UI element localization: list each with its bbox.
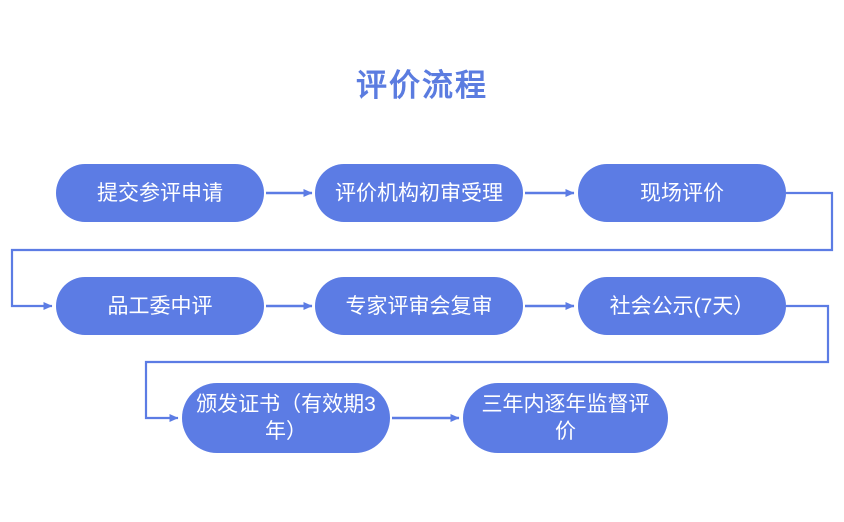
node-label: 评价机构初审受理 bbox=[335, 181, 503, 205]
node-label: 三年内逐年监督评价 bbox=[481, 393, 650, 443]
node-expert-panel-review[interactable]: 专家评审会复审 bbox=[315, 277, 523, 335]
node-label: 品工委中评 bbox=[107, 294, 213, 318]
node-label: 颁发证书（有效期3年） bbox=[196, 393, 376, 443]
node-public-notice[interactable]: 社会公示(7天） bbox=[578, 277, 786, 335]
node-submit-application[interactable]: 提交参评申请 bbox=[56, 164, 264, 222]
node-issue-certificate[interactable]: 颁发证书（有效期3年） bbox=[182, 383, 390, 453]
page-title: 评价流程 bbox=[356, 68, 488, 103]
node-onsite-evaluation[interactable]: 现场评价 bbox=[578, 164, 786, 222]
node-label: 提交参评申请 bbox=[97, 181, 223, 205]
node-label: 专家评审会复审 bbox=[345, 294, 493, 318]
node-committee-review[interactable]: 品工委中评 bbox=[56, 277, 264, 335]
node-annual-supervision[interactable]: 三年内逐年监督评价 bbox=[463, 383, 668, 453]
node-label: 社会公示(7天） bbox=[609, 294, 755, 318]
node-label: 现场评价 bbox=[640, 181, 724, 205]
node-agency-initial-review[interactable]: 评价机构初审受理 bbox=[315, 164, 523, 222]
